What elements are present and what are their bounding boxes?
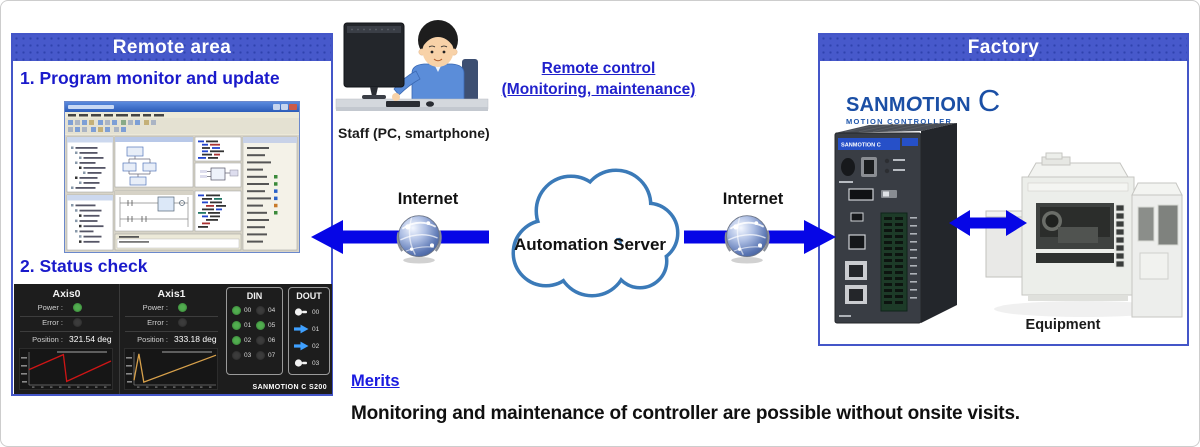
axis1-trend-chart xyxy=(124,348,218,390)
din-grid: 00 04 01 05 02 06 03 07 xyxy=(227,301,282,360)
dout-channel-label: 01 xyxy=(312,325,320,333)
din-channel: 01 xyxy=(232,321,256,330)
remote-control-line2: (Monitoring, maintenance) xyxy=(501,81,696,98)
globe-icon xyxy=(396,215,442,264)
error-led xyxy=(178,318,187,327)
position-value: 333.18 deg xyxy=(174,334,217,344)
din-led xyxy=(256,306,265,315)
logo-subtitle: MOTION CONTROLLER xyxy=(846,117,953,126)
logo-o: O xyxy=(905,93,923,116)
din-panel: DIN 00 04 01 05 02 06 03 07 xyxy=(226,287,283,375)
din-channel-label: 05 xyxy=(268,322,276,329)
logo-text: SANM xyxy=(846,94,906,116)
merits-heading: Merits xyxy=(351,372,400,390)
cloud-label: Automation Server xyxy=(513,235,667,254)
din-channel: 03 xyxy=(232,351,256,360)
merits-statement: Monitoring and maintenance of controller… xyxy=(351,403,1020,424)
dout-off-toggle-icon xyxy=(294,359,307,367)
staff-illustration xyxy=(335,20,489,111)
axis1-title: Axis1 xyxy=(157,288,186,300)
din-channel-label: 07 xyxy=(268,352,276,359)
remote-control-caption: Remote control (Monitoring, maintenance) xyxy=(471,58,726,100)
din-led xyxy=(256,321,265,330)
axis0-title: Axis0 xyxy=(52,288,81,300)
din-channel-label: 06 xyxy=(268,337,276,344)
din-title: DIN xyxy=(246,291,263,301)
power-led xyxy=(73,303,82,312)
dout-channel: 03 xyxy=(294,358,329,368)
controller-label: SANMOTION C xyxy=(841,143,881,149)
dout-off-toggle-icon xyxy=(294,308,307,316)
status-panel: Axis0 Power : Error : Position : 321.54 … xyxy=(14,284,332,394)
dout-channel: 00 xyxy=(294,307,329,317)
din-channel-label: 03 xyxy=(244,352,252,359)
internet-label-right: Internet xyxy=(722,190,784,208)
dout-panel: DOUT 00 01 02 03 xyxy=(288,287,330,375)
din-led xyxy=(232,306,241,315)
error-label: Error : xyxy=(147,318,168,327)
din-channel: 02 xyxy=(232,336,256,345)
axis0-trend-chart xyxy=(19,348,113,390)
din-led xyxy=(256,351,265,360)
program-monitor-heading: 1. Program monitor and update xyxy=(20,68,280,88)
arrow-double-icon xyxy=(949,210,1027,236)
power-led xyxy=(178,303,187,312)
axis0-trend-line xyxy=(28,353,112,383)
remote-control-line1: Remote control xyxy=(541,60,656,77)
din-channel-label: 04 xyxy=(268,307,276,314)
equipment-label: Equipment xyxy=(1025,317,1101,333)
dout-channel-label: 00 xyxy=(312,308,320,316)
din-led xyxy=(232,336,241,345)
din-led xyxy=(256,336,265,345)
din-channel: 04 xyxy=(256,306,280,315)
factory-header: Factory xyxy=(820,35,1187,61)
motion-controller-image: SANMOTION C xyxy=(834,123,957,324)
din-led xyxy=(232,321,241,330)
status-panel-footer: SANMOTION C S200 xyxy=(252,384,327,391)
axis0-section: Axis0 Power : Error : Position : 321.54 … xyxy=(15,284,118,394)
remote-area-header: Remote area xyxy=(13,35,331,61)
logo-text: TION xyxy=(922,94,971,116)
remote-area-panel: Remote area 1. Program monitor and updat… xyxy=(11,33,333,396)
staff-label: Staff (PC, smartphone) xyxy=(338,125,490,141)
dout-channel: 02 xyxy=(294,341,329,351)
error-led xyxy=(73,318,82,327)
din-channel-label: 02 xyxy=(244,337,252,344)
din-channel: 07 xyxy=(256,351,280,360)
dout-channel: 01 xyxy=(294,324,329,334)
din-channel: 00 xyxy=(232,306,256,315)
power-label: Power : xyxy=(142,303,168,312)
dout-channel-label: 03 xyxy=(312,359,320,367)
position-label: Position : xyxy=(32,334,63,344)
globe-icon xyxy=(724,215,770,264)
dout-on-arrow-icon xyxy=(294,341,309,351)
axis1-trend-line xyxy=(133,353,217,383)
program-editor-screenshot xyxy=(64,101,300,253)
dout-channel-label: 02 xyxy=(312,342,320,350)
axis1-section: Axis1 Power : Error : Position : 333.18 … xyxy=(119,284,223,394)
dout-title: DOUT xyxy=(296,291,322,301)
logo-c: C xyxy=(977,83,1001,118)
equipment-image xyxy=(985,152,1183,318)
status-check-heading: 2. Status check xyxy=(20,256,148,276)
position-label: Position : xyxy=(137,334,168,344)
din-led xyxy=(232,351,241,360)
din-channel: 06 xyxy=(256,336,280,345)
error-label: Error : xyxy=(42,318,63,327)
position-value: 321.54 deg xyxy=(69,334,112,344)
internet-label-left: Internet xyxy=(397,190,459,208)
dout-on-arrow-icon xyxy=(294,324,309,334)
dout-list: 00 01 02 03 xyxy=(289,301,329,368)
din-channel-label: 00 xyxy=(244,307,252,314)
din-channel: 05 xyxy=(256,321,280,330)
din-channel-label: 01 xyxy=(244,322,252,329)
power-label: Power : xyxy=(37,303,63,312)
cloud-shape xyxy=(511,168,680,298)
